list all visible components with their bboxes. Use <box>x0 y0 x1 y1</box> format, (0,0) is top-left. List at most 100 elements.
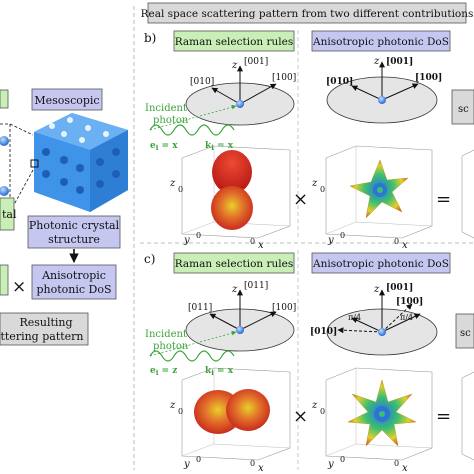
svg-text:z: z <box>169 178 176 189</box>
svg-text:[010]: [010] <box>326 77 353 87</box>
c-right-partial-box <box>455 313 474 349</box>
svg-text:y: y <box>327 235 334 246</box>
b-dos-axes: z [001] [010] [100] <box>326 56 442 124</box>
svg-text:z: z <box>311 178 318 189</box>
svg-text:y: y <box>183 459 190 470</box>
header-text: Real space scattering pattern from two d… <box>141 8 474 20</box>
svg-text:[011]: [011] <box>244 281 268 291</box>
result-line1: Resulting <box>19 316 72 329</box>
svg-text:Incident: Incident <box>145 329 187 340</box>
svg-text:x: x <box>402 240 408 251</box>
c-raman-label: Raman selection rules <box>175 258 294 270</box>
c-equals: = <box>436 406 451 427</box>
c-raman-3d-plot: z 0 y 0 0 x <box>169 367 291 474</box>
svg-text:sc: sc <box>460 328 471 339</box>
svg-text:0: 0 <box>320 407 325 416</box>
c-raman-shape-lobe-right <box>226 389 270 431</box>
svg-text:z: z <box>373 284 380 295</box>
mesoscopic-box <box>31 88 103 111</box>
svg-text:y: y <box>327 459 334 470</box>
c-times: × <box>293 406 308 427</box>
svg-text:x: x <box>258 463 264 474</box>
panel-c: c) Raman selection rules Anisotropic pho… <box>144 252 474 474</box>
b-raman-shape-lobe-top <box>212 150 252 194</box>
c-dos-box <box>311 252 451 274</box>
atom-top <box>0 136 9 146</box>
svg-text:0: 0 <box>178 185 183 194</box>
b-raman-label: Raman selection rules <box>175 36 294 48</box>
c-dos-3d-plot: z 0 y 0 0 x <box>311 367 433 474</box>
c-raman-axes: z [011] [011] [100] <box>185 281 296 352</box>
zoom-marker <box>30 159 39 168</box>
svg-text:ki = x: ki = x <box>205 141 234 152</box>
svg-text:[001]: [001] <box>386 283 413 293</box>
svg-text:[001]: [001] <box>386 57 413 67</box>
svg-text:0: 0 <box>340 231 345 240</box>
photonic-crystal-cube <box>30 113 128 212</box>
svg-text:0: 0 <box>178 407 183 416</box>
svg-text:π/4: π/4 <box>348 313 361 322</box>
left-green-partial-3 <box>0 264 9 296</box>
b-raman-3d-plot: z 0 y 0 0 x <box>169 145 291 251</box>
svg-text:ei = x: ei = x <box>150 141 178 152</box>
svg-text:0: 0 <box>394 237 399 246</box>
c-right-partial-plot <box>461 371 474 461</box>
svg-text:[100]: [100] <box>272 303 296 313</box>
c-dos-label: Anisotropic photonic DoS <box>312 258 449 270</box>
b-right-partial-plot <box>461 149 474 239</box>
b-dos-box <box>311 30 451 52</box>
b-raman-axes: z [001] [010] [100] <box>185 57 296 126</box>
c-incident-photon: Incident photon ei = z ki = x <box>145 329 237 377</box>
svg-text:0: 0 <box>250 237 255 246</box>
c-raman-box <box>173 252 295 274</box>
photonic-crystal-box <box>27 215 121 249</box>
svg-text:z: z <box>311 400 318 411</box>
b-raman-box <box>173 30 295 52</box>
left-column: Mesoscopic tal Photonic <box>0 88 128 346</box>
svg-text:[100]: [100] <box>415 73 442 83</box>
svg-text:y: y <box>183 235 190 246</box>
header-box: Real space scattering pattern from two d… <box>141 2 474 24</box>
svg-text:0: 0 <box>196 231 201 240</box>
c-dos-star-shape <box>347 379 417 447</box>
svg-text:ei = z: ei = z <box>150 366 177 377</box>
svg-text:photon: photon <box>153 341 189 352</box>
b-incident-photon: Incident photon ei = x ki = x <box>145 103 237 152</box>
svg-text:z: z <box>231 284 238 295</box>
result-line2: ttering pattern <box>0 330 83 343</box>
svg-text:z: z <box>231 60 238 71</box>
svg-text:[100]: [100] <box>396 297 423 307</box>
b-equals: = <box>436 189 451 210</box>
left-green-partial-2 <box>0 197 15 231</box>
svg-text:[010]: [010] <box>310 327 337 337</box>
svg-text:0: 0 <box>340 455 345 464</box>
svg-text:[100]: [100] <box>272 73 296 83</box>
panel-b-label: b) <box>144 31 156 45</box>
b-dos-label: Anisotropic photonic DoS <box>312 36 449 48</box>
svg-text:x: x <box>258 240 264 251</box>
svg-text:0: 0 <box>394 459 399 468</box>
anisotropic-dos-box <box>31 264 117 300</box>
c-dos-axes: z [001] [100] [010] π/4 π/4 <box>310 283 438 356</box>
mesoscopic-label: Mesoscopic <box>34 94 99 107</box>
svg-text:photon: photon <box>153 115 189 126</box>
dos-line1: Anisotropic <box>41 269 106 282</box>
svg-text:0: 0 <box>196 455 201 464</box>
svg-text:sc: sc <box>458 104 469 115</box>
atom-bottom <box>0 186 9 196</box>
b-dos-star-shape <box>349 159 409 219</box>
b-raman-shape-lobe-bottom <box>211 186 253 230</box>
partial-box-text: tal <box>2 208 17 221</box>
panel-b: b) Raman selection rules Anisotropic pho… <box>144 30 474 251</box>
svg-text:0: 0 <box>250 459 255 468</box>
svg-text:[010]: [010] <box>190 77 214 87</box>
b-right-partial-box <box>451 89 474 125</box>
svg-text:[011]: [011] <box>188 303 212 313</box>
left-green-partial <box>0 89 9 109</box>
svg-text:[001]: [001] <box>244 57 268 67</box>
svg-text:z: z <box>373 56 380 67</box>
left-times: × <box>12 277 26 297</box>
svg-text:Incident: Incident <box>145 103 187 114</box>
crystal-line1: Photonic crystal <box>29 219 120 232</box>
